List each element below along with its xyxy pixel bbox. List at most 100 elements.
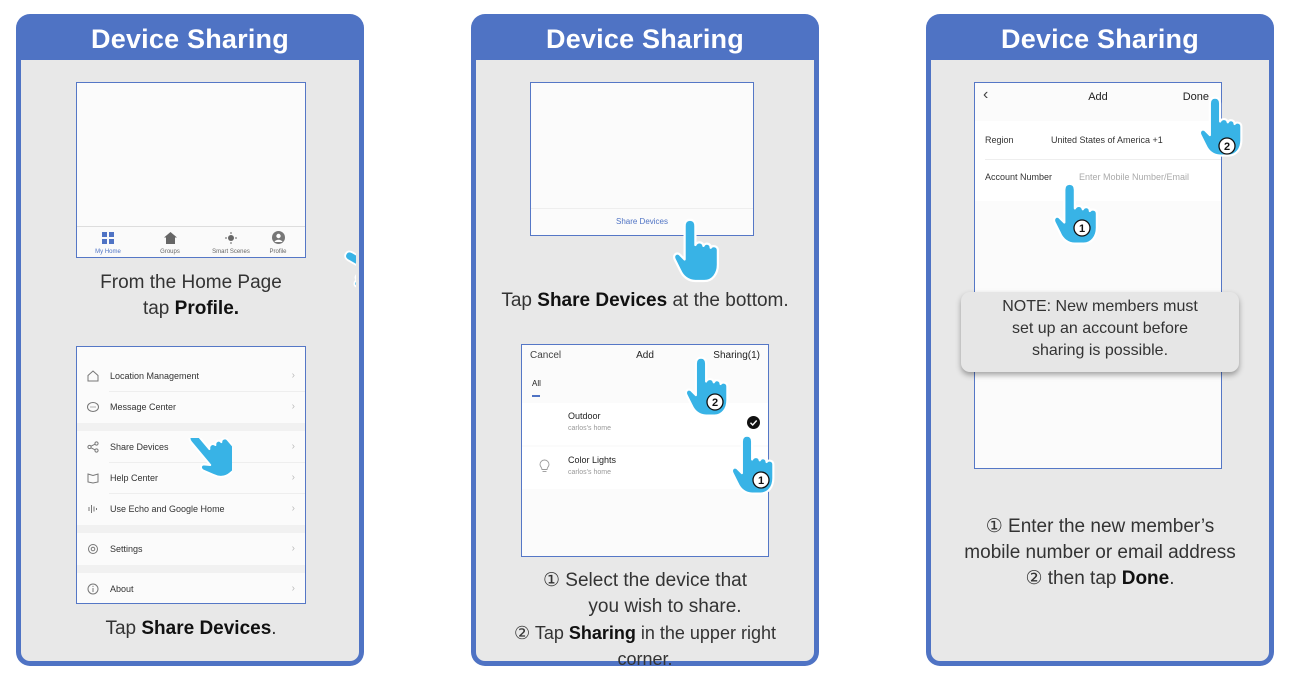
caption-text: at the bottom. <box>667 290 789 311</box>
tab-smart-scenes[interactable]: Smart Scenes <box>207 231 255 255</box>
sharing-button[interactable]: Sharing(1) <box>713 350 760 361</box>
caption-emphasis: Share Devices <box>141 618 272 639</box>
step-number: 1 <box>758 475 764 487</box>
divider <box>985 159 1221 160</box>
menu-item-settings[interactable]: Settings › <box>77 534 305 564</box>
share-devices-button[interactable]: Share Devices <box>531 208 753 235</box>
section-separator <box>77 423 305 431</box>
caption-text: . <box>1169 568 1175 589</box>
menu-item-label: Use Echo and Google Home <box>110 504 225 514</box>
caption-enter-member: ① Enter the new member’s mobile number o… <box>940 514 1260 592</box>
check-icon[interactable] <box>747 416 760 429</box>
tab-profile[interactable]: Profile <box>263 231 293 255</box>
section-separator <box>77 525 305 533</box>
device-row-outdoor[interactable]: Outdoor carlos's home <box>522 403 768 445</box>
tab-bar: My Home Groups Smart Scenes Profile <box>77 226 305 257</box>
menu-item-share-devices[interactable]: Share Devices› <box>77 432 305 462</box>
done-button[interactable]: Done <box>1182 91 1209 103</box>
filter-tab-all[interactable]: All <box>532 379 541 388</box>
caption-text: ② Tap <box>514 623 569 643</box>
panel-title: Device Sharing <box>91 24 289 54</box>
caption-line: tap Profile. <box>76 296 306 322</box>
header-title: Add <box>1088 91 1108 103</box>
menu-item-about[interactable]: About› <box>77 574 305 603</box>
menu-item-label: Settings <box>110 544 143 554</box>
region-label: Region <box>985 135 1014 145</box>
house-outline-icon <box>87 370 99 382</box>
caption-emphasis: Share Devices <box>537 290 668 311</box>
account-number-input[interactable]: Enter Mobile Number/Email <box>1079 172 1190 182</box>
section-separator <box>77 565 305 573</box>
tab-label: Profile <box>269 249 287 255</box>
step-number: 2 <box>712 397 718 409</box>
caption-line: ① Select the device that <box>543 570 747 591</box>
form-section: Region United States of America +1 Accou… <box>975 121 1221 201</box>
caption-select-device: ① Select the device that you wish to sha… <box>486 568 804 672</box>
menu-item-message-center[interactable]: Message Center› <box>77 392 305 422</box>
pointing-hand-icon <box>673 218 720 283</box>
back-arrow-icon[interactable]: ‹ <box>983 86 989 103</box>
tab-my-home[interactable]: My Home <box>91 231 125 255</box>
tab-label: Groups <box>160 249 180 255</box>
phone-home-screen: My Home Groups Smart Scenes Profile <box>76 82 306 258</box>
caption-line: From the Home Page <box>100 272 282 293</box>
divider <box>109 391 305 392</box>
menu-item-label: Location Management <box>110 371 200 381</box>
message-icon <box>87 402 99 412</box>
device-row-color-lights[interactable]: Color Lights carlos's home <box>522 447 768 489</box>
caption-emphasis: Done <box>1121 568 1170 589</box>
menu-item-help-center[interactable]: Help Center› <box>77 463 305 493</box>
chevron-right-icon: › <box>291 370 295 381</box>
caption-text: Tap <box>501 290 538 311</box>
pointing-hand-icon: 1 <box>1052 182 1098 245</box>
menu-item-echo-google[interactable]: Use Echo and Google Home › <box>77 494 305 524</box>
book-icon <box>87 473 99 484</box>
chevron-right-icon: › <box>291 441 295 452</box>
cancel-button[interactable]: Cancel <box>530 350 562 361</box>
tab-groups[interactable]: Groups <box>155 231 185 255</box>
region-selector[interactable]: United States of America +1 <box>1051 135 1163 145</box>
step-number: 1 <box>1079 223 1085 235</box>
caption-text: . <box>271 618 277 639</box>
caption-home-page: From the Home Page tap Profile. <box>76 270 306 322</box>
device-name: Color Lights <box>568 455 617 465</box>
device-home: carlos's home <box>568 469 611 476</box>
caption-emphasis: Sharing <box>568 623 636 643</box>
step-badge <box>1073 219 1091 237</box>
menu-item-location-management[interactable]: Location Management › <box>77 361 305 391</box>
menu-item-label: Help Center <box>110 473 159 483</box>
note-line: NOTE: New members must <box>1002 298 1198 315</box>
pointing-hand-icon: 1 <box>730 434 775 495</box>
chevron-right-icon: › <box>291 503 295 514</box>
pointing-hand-icon: 2 <box>1198 96 1243 157</box>
caption-line: you wish to share. <box>588 596 742 617</box>
caption-text: tap <box>142 298 175 319</box>
device-home: carlos's home <box>568 425 611 432</box>
gear-icon <box>88 544 98 554</box>
chevron-right-icon: › <box>291 543 295 554</box>
note-box: NOTE: New members must set up an account… <box>961 292 1239 372</box>
note-line: sharing is possible. <box>1031 342 1169 359</box>
step-badge <box>1218 137 1236 155</box>
profile-icon <box>271 231 285 244</box>
tab-label: Smart Scenes <box>212 249 250 255</box>
phone-device-selection: Cancel Add Sharing(1) All Outdoor carlos… <box>521 344 769 557</box>
pointing-hand-icon <box>179 438 232 487</box>
divider <box>109 493 305 494</box>
step-badge <box>706 393 724 411</box>
tab-underline <box>532 395 540 397</box>
share-icon <box>87 441 99 453</box>
info-icon <box>87 583 99 595</box>
caption-share-devices: Tap Share Devices. <box>76 616 306 642</box>
sun-icon <box>225 232 237 244</box>
chevron-right-icon: › <box>291 401 295 412</box>
phone-add-member: ‹ Add Done Region United States of Ameri… <box>974 82 1222 469</box>
caption-text: in the upper right corner. <box>617 623 776 669</box>
device-name: Outdoor <box>568 411 601 421</box>
chevron-right-icon: › <box>291 583 295 594</box>
house-icon <box>163 232 177 244</box>
phone-share-screen: Share Devices <box>530 82 754 236</box>
panel-title: Device Sharing <box>546 24 744 54</box>
header-title: Add <box>636 350 654 361</box>
caption-line: ② Tap Sharing in the upper right corner. <box>486 620 804 672</box>
